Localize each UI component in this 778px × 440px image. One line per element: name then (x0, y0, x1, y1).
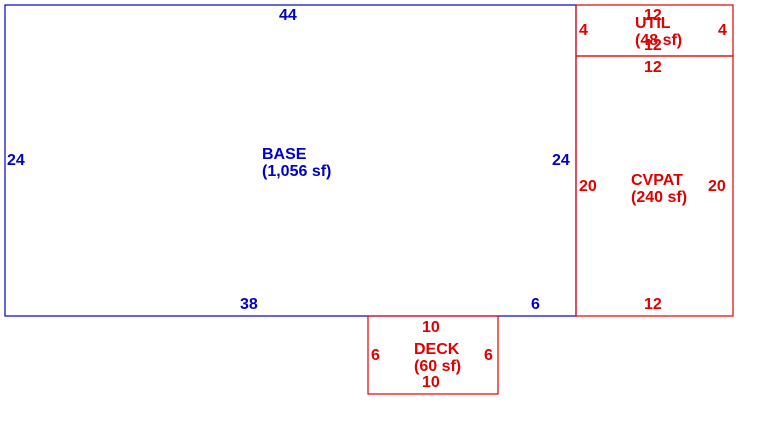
util-area-name: UTIL (635, 15, 671, 32)
deck-bottom-dimension: 10 (422, 374, 440, 391)
util-left-dimension: 4 (579, 22, 588, 39)
cvpat-area-label: CVPAT (240 sf) (631, 172, 687, 206)
deck-area-name: DECK (414, 341, 460, 358)
util-bottom-dimension: 12 (644, 37, 662, 54)
base-bottom-right-dimension: 6 (531, 296, 540, 313)
deck-area-size: (60 sf) (414, 358, 462, 375)
deck-left-dimension: 6 (371, 347, 380, 364)
deck-outline (367, 315, 499, 395)
cvpat-top-dimension: 12 (644, 59, 662, 76)
cvpat-outline (575, 55, 734, 317)
util-area-size: (48 sf) (635, 32, 683, 49)
base-bottom-left-dimension: 38 (240, 296, 258, 313)
util-right-dimension: 4 (718, 22, 727, 39)
util-top-dimension: 12 (644, 7, 662, 24)
cvpat-area-name: CVPAT (631, 172, 683, 189)
base-area-name: BASE (262, 146, 307, 163)
cvpat-area-size: (240 sf) (631, 189, 688, 206)
deck-right-dimension: 6 (484, 347, 493, 364)
base-area-size: (1,056 sf) (262, 163, 332, 180)
deck-area-label: DECK (60 sf) (414, 341, 461, 375)
util-area-label: UTIL (48 sf) (635, 15, 682, 49)
deck-top-dimension: 10 (422, 319, 440, 336)
base-area-label: BASE (1,056 sf) (262, 146, 331, 180)
cvpat-left-dimension: 20 (579, 178, 597, 195)
cvpat-right-dimension: 20 (708, 178, 726, 195)
cvpat-bottom-dimension: 12 (644, 296, 662, 313)
base-left-dimension: 24 (7, 152, 25, 169)
base-top-dimension: 44 (279, 7, 297, 24)
base-right-dimension: 24 (552, 152, 570, 169)
